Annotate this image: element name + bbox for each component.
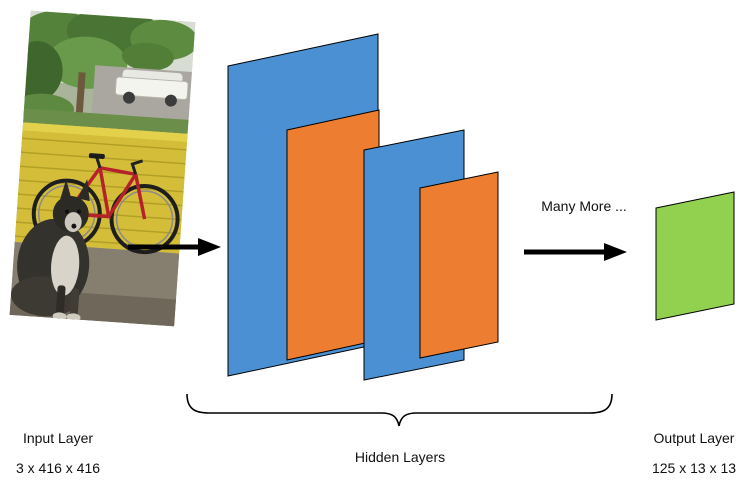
input-layer-title: Input Layer (22, 430, 94, 446)
output-layer-shape-green (655, 191, 735, 321)
hidden-layers-brace (186, 393, 613, 427)
arrow-hidden-to-output (524, 243, 627, 261)
many-more-label: Many More ... (541, 198, 627, 214)
grass-strip (23, 108, 189, 134)
white-car (114, 69, 189, 107)
input-layer-dimensions: 3 x 416 x 416 (15, 460, 101, 476)
output-layer-dimensions: 125 x 13 x 13 (651, 460, 737, 476)
red-bicycle (31, 153, 180, 255)
dog (10, 178, 90, 322)
output-layer-title: Output Layer (653, 430, 735, 446)
arrow-input-to-hidden (128, 238, 221, 256)
hidden-layers-label: Hidden Layers (354, 449, 446, 465)
hidden-layer-shape-orange-small (419, 171, 499, 359)
tree-trunk (75, 72, 86, 117)
